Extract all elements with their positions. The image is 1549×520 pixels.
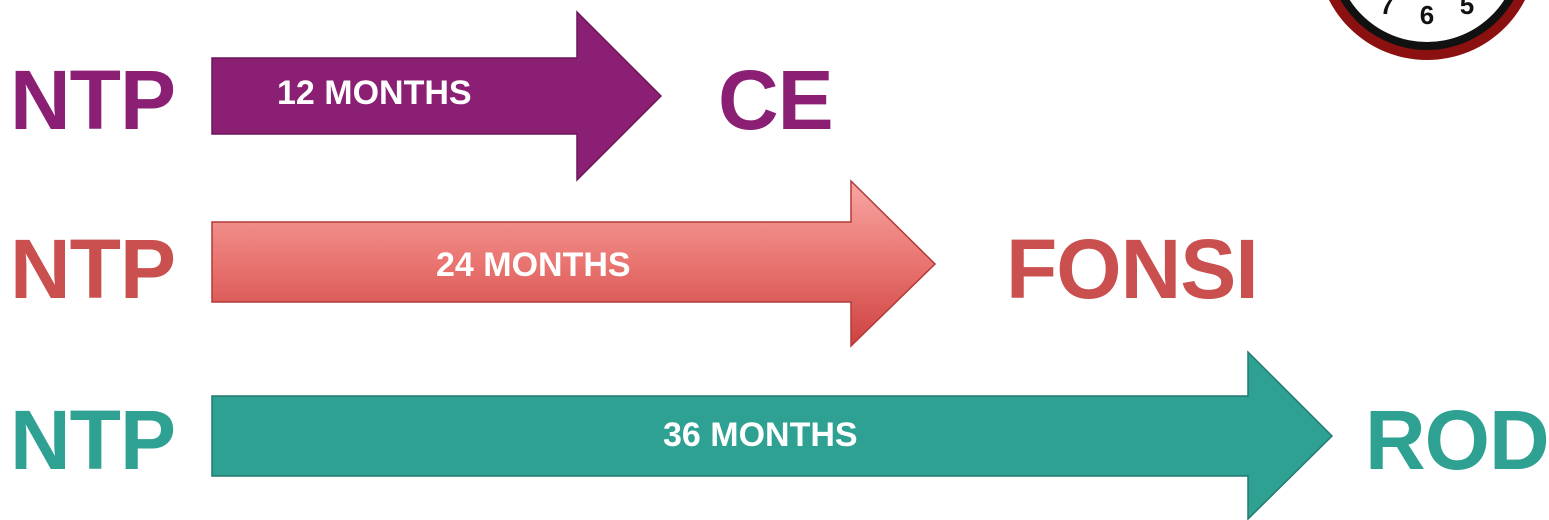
clock-numeral-5: 5 bbox=[1460, 0, 1474, 20]
clock-icon: 7 6 5 bbox=[1329, 0, 1525, 60]
row2-duration-label: 24 MONTHS bbox=[436, 246, 631, 284]
row3-start-label: NTP bbox=[10, 393, 176, 487]
clock-numeral-6: 6 bbox=[1420, 0, 1434, 30]
row1-duration-label: 12 MONTHS bbox=[277, 74, 472, 112]
row1-end-label: CE bbox=[718, 53, 834, 147]
arrow-24-months bbox=[211, 179, 937, 348]
arrow-12-months bbox=[211, 10, 663, 182]
row1-start-label: NTP bbox=[10, 53, 176, 147]
row3-duration-label: 36 MONTHS bbox=[663, 416, 858, 454]
clock-numeral-7: 7 bbox=[1380, 0, 1394, 20]
row3-end-label: ROD bbox=[1365, 393, 1549, 487]
row2-start-label: NTP bbox=[10, 222, 176, 316]
row2-end-label: FONSI bbox=[1006, 222, 1259, 316]
arrow-36-months bbox=[211, 350, 1334, 520]
